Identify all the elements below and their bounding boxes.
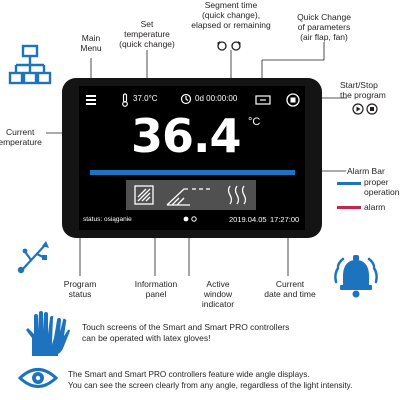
information-panel[interactable]: [126, 180, 256, 210]
legend-alarm-label: alarm: [364, 202, 386, 212]
alarm-bar: [90, 170, 295, 175]
usb-icon: [17, 241, 49, 274]
legend-proper-label: proper operation: [364, 177, 400, 197]
active-window-label: Active window indicator: [201, 279, 235, 309]
set-temperature-label: Set temperature (quick change): [119, 19, 175, 49]
quick-change-label: Quick Change of parameters (air flap, fa…: [297, 12, 351, 42]
temperature-unit: °C: [248, 116, 261, 128]
gloves-note: Touch screens of the Smart and Smart PRO…: [82, 322, 290, 343]
current-date: 2019.04.05: [229, 215, 267, 224]
main-menu-label: Main Menu: [80, 33, 102, 53]
heat-waves-icon: [227, 185, 247, 205]
network-icon: [8, 44, 52, 85]
program-status-label: Program status: [63, 279, 97, 299]
legend-proper-swatch: [337, 182, 361, 185]
current-temperature-label: Current temperature: [0, 127, 42, 147]
information-panel-label: Information panel: [134, 279, 178, 299]
current-time: 17:27:00: [270, 215, 300, 224]
thermometer-icon[interactable]: [121, 93, 129, 107]
alarm-bell-icon: [334, 255, 378, 298]
play-stop-icons: [352, 103, 378, 115]
segment-time-value[interactable]: 0d 00:00:00: [195, 94, 238, 103]
program-graph-icon: [134, 185, 154, 205]
gloves-icon: [26, 311, 70, 356]
segment-time-label: Segment time (quick change), elapsed or …: [191, 0, 271, 30]
legend-alarm-swatch: [337, 206, 361, 209]
clock-icon[interactable]: [180, 93, 192, 105]
air-flap-icon[interactable]: [255, 95, 271, 105]
program-status: status: osiąganie: [83, 216, 132, 223]
menu-icon[interactable]: [85, 94, 97, 106]
ramp-chart-icon: [166, 188, 210, 206]
stop-button-icon[interactable]: [286, 93, 300, 107]
current-temperature-value: 36.4: [131, 109, 242, 163]
start-stop-label: Start/Stop the program: [340, 80, 386, 100]
current-datetime-label: Current date and time: [264, 279, 316, 299]
active-window-indicator[interactable]: [183, 216, 197, 222]
wide-angle-note: The Smart and Smart PRO controllers feat…: [68, 370, 353, 390]
eye-icon: [18, 368, 58, 388]
alarm-bar-label: Alarm Bar: [347, 166, 385, 176]
set-temperature-value[interactable]: 37.0°C: [133, 94, 158, 103]
rotate-icons: [217, 41, 241, 51]
